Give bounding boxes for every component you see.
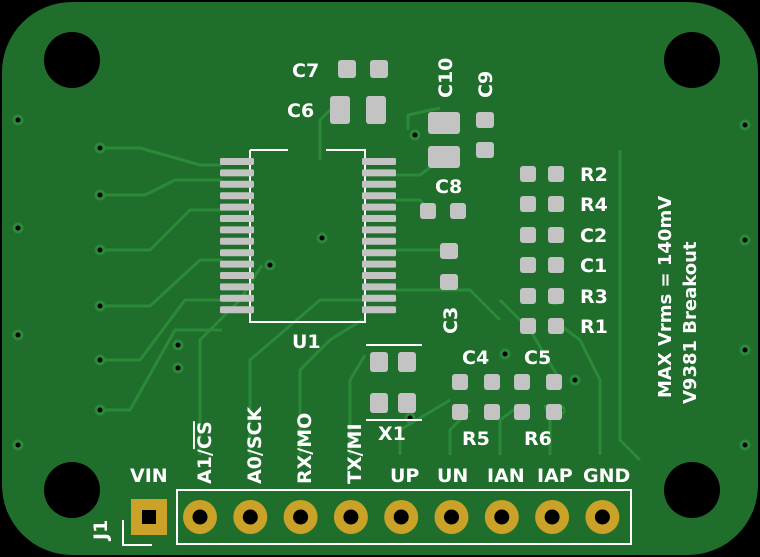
c8-capacitor[interactable] xyxy=(420,203,466,219)
r6-resistor[interactable] xyxy=(514,404,562,420)
u1-pad xyxy=(220,169,254,177)
pin-labels: VIN A1/CS A0/SCK RX/MO TX/MI UP UN IAN I… xyxy=(130,406,630,487)
connector-pin-hole xyxy=(444,509,459,525)
u1-pad xyxy=(220,249,254,257)
j1-label: J1 xyxy=(90,520,112,542)
connector-pin-hole xyxy=(594,509,610,525)
u1-pad xyxy=(220,272,254,279)
r4-label: R4 xyxy=(580,194,608,216)
title-line-1: MAX Vrms = 140mV xyxy=(655,196,676,398)
c4-label: C4 xyxy=(462,347,489,369)
c9-label: C9 xyxy=(475,71,497,98)
u1-chip[interactable] xyxy=(220,149,396,323)
c1-label: C1 xyxy=(580,255,607,277)
u1-pad xyxy=(220,260,254,268)
connector-pin-hole xyxy=(293,509,309,525)
x1-label: X1 xyxy=(378,423,406,445)
r3-label: R3 xyxy=(580,286,608,308)
r1-label: R1 xyxy=(580,316,608,338)
c8-label: C8 xyxy=(435,176,462,198)
pin-label-rx-mo: RX/MO xyxy=(294,413,316,484)
u1-pad xyxy=(220,306,254,314)
c7-capacitor[interactable] xyxy=(338,60,388,78)
c2-label: C2 xyxy=(580,225,607,247)
c7-label: C7 xyxy=(292,60,319,82)
pin-label-tx-mi: TX/MI xyxy=(344,423,366,484)
u1-pad xyxy=(220,203,254,211)
u1-pad xyxy=(362,158,396,165)
u1-pad xyxy=(220,158,254,165)
u1-pad xyxy=(362,180,396,188)
u1-pad xyxy=(362,260,396,268)
c4-capacitor[interactable] xyxy=(452,374,500,390)
c6-label: C6 xyxy=(287,100,314,122)
u1-pad xyxy=(362,294,396,302)
connector-pin-hole xyxy=(393,509,409,525)
r6-label: R6 xyxy=(524,428,552,450)
u1-pad xyxy=(362,249,396,257)
mount-hole-tl xyxy=(44,32,100,88)
u1-pad xyxy=(362,272,396,279)
j1-connector[interactable] xyxy=(122,489,632,546)
mounting-holes xyxy=(44,32,720,518)
pin-label-iap: IAP xyxy=(537,465,573,487)
connector-pin-hole xyxy=(494,509,510,525)
connector-pin-hole xyxy=(192,509,208,525)
pin-label-ian: IAN xyxy=(487,465,525,487)
connector-pin-hole xyxy=(343,509,359,525)
pin-label-vin: VIN xyxy=(130,465,168,487)
u1-pad xyxy=(362,203,396,211)
pin-label-un: UN xyxy=(437,465,468,487)
u1-pad xyxy=(220,294,254,302)
pin-label-a1-cs: A1/CS xyxy=(194,421,216,484)
pin-label-up: UP xyxy=(390,465,419,487)
r2-label: R2 xyxy=(580,164,608,186)
right-column-passives[interactable]: R2 R4 C2 C1 R3 R1 xyxy=(520,164,608,338)
u1-pad xyxy=(220,192,254,200)
u1-pad xyxy=(362,283,396,291)
r5-label: R5 xyxy=(462,428,490,450)
u1-pad xyxy=(362,215,396,222)
u1-pad xyxy=(362,237,396,245)
u1-pad xyxy=(220,215,254,222)
u1-pad xyxy=(220,180,254,188)
pin-label-gnd: GND xyxy=(583,465,630,487)
u1-pad xyxy=(362,226,396,234)
connector-pin-hole xyxy=(242,509,258,525)
u1-pad xyxy=(220,226,254,234)
u1-pad xyxy=(362,306,396,314)
c3-label: C3 xyxy=(440,307,462,334)
c10-label: C10 xyxy=(435,58,457,98)
c5-capacitor[interactable] xyxy=(514,374,562,390)
u1-pad xyxy=(220,283,254,291)
c9-capacitor[interactable] xyxy=(476,112,494,158)
r5-resistor[interactable] xyxy=(452,404,500,420)
c3-capacitor[interactable] xyxy=(440,243,458,290)
c5-label: C5 xyxy=(524,347,551,369)
x1-crystal[interactable] xyxy=(366,344,422,421)
c6-capacitor[interactable] xyxy=(330,96,386,124)
connector-pins[interactable] xyxy=(131,499,620,535)
title-line-2: V9381 Breakout xyxy=(680,241,701,404)
mount-hole-bl xyxy=(44,462,100,518)
u1-label: U1 xyxy=(292,331,321,353)
mount-hole-tr xyxy=(664,32,720,88)
connector-pin-hole xyxy=(544,509,560,525)
mount-hole-br xyxy=(664,462,720,518)
u1-pad xyxy=(220,237,254,245)
pin-label-a0-sck: A0/SCK xyxy=(244,406,266,484)
u1-pad xyxy=(362,169,396,177)
c10-capacitor[interactable] xyxy=(428,112,460,168)
u1-pad xyxy=(362,192,396,200)
